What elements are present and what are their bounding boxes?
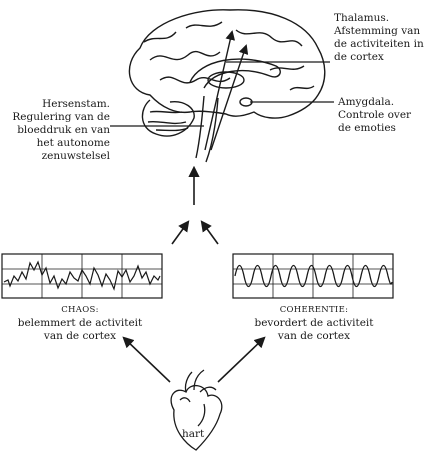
coherence-desc-line-2: van de cortex xyxy=(277,330,351,342)
thalamus-line-3: de activiteiten in xyxy=(334,38,424,50)
coherence-graph xyxy=(232,253,394,299)
brain-signal-arrows xyxy=(204,30,249,151)
amygdala-line-1: Amygdala. xyxy=(338,96,395,108)
coherence-waveform xyxy=(234,264,393,288)
annotation-pointers xyxy=(110,61,334,127)
chaos-title: CHAOS: xyxy=(61,305,99,315)
hersenstam-line-2: Regulering van de xyxy=(12,111,110,123)
chaos-caption: CHAOS: belemmert de activiteit van de co… xyxy=(4,304,156,343)
hersenstam-label: Hersenstam. Regulering van de bloeddruk … xyxy=(0,98,110,163)
chaos-graph xyxy=(1,253,163,299)
coherence-title: COHERENTIE: xyxy=(279,305,349,315)
heart-label: hart xyxy=(182,428,204,441)
hersenstam-line-5: zenuwstelsel xyxy=(41,150,110,162)
hersenstam-line-4: het autonome xyxy=(36,137,110,149)
arrow-heart-to-chaos xyxy=(122,336,171,383)
coherence-desc-line-1: bevordert de activiteit xyxy=(254,317,374,329)
amygdala-label: Amygdala. Controle over de emoties xyxy=(338,96,411,135)
amygdala-line-2: Controle over xyxy=(338,109,412,121)
chaos-waveform xyxy=(3,260,161,291)
arrow-heart-to-coherence xyxy=(217,336,266,383)
chaos-desc-line-1: belemmert de activiteit xyxy=(17,317,143,329)
heart-label-text: hart xyxy=(182,428,205,440)
thalamus-label: Thalamus. Afstemming van de activiteiten… xyxy=(334,12,424,64)
amygdala-line-3: de emoties xyxy=(338,122,396,134)
brain-illustration xyxy=(128,9,326,163)
hersenstam-line-3: bloeddruk en van xyxy=(17,124,110,136)
arrow-coherence-up xyxy=(200,220,219,245)
hersenstam-line-1: Hersenstam. xyxy=(42,98,110,110)
heart-illustration xyxy=(170,369,223,451)
thalamus-line-4: de cortex xyxy=(334,51,384,63)
chaos-desc-line-2: van de cortex xyxy=(43,330,117,342)
thalamus-line-1: Thalamus. xyxy=(334,12,390,24)
thalamus-line-2: Afstemming van xyxy=(334,25,421,37)
arrow-chaos-up xyxy=(171,220,190,245)
coherence-caption: COHERENTIE: bevordert de activiteit van … xyxy=(236,304,392,343)
